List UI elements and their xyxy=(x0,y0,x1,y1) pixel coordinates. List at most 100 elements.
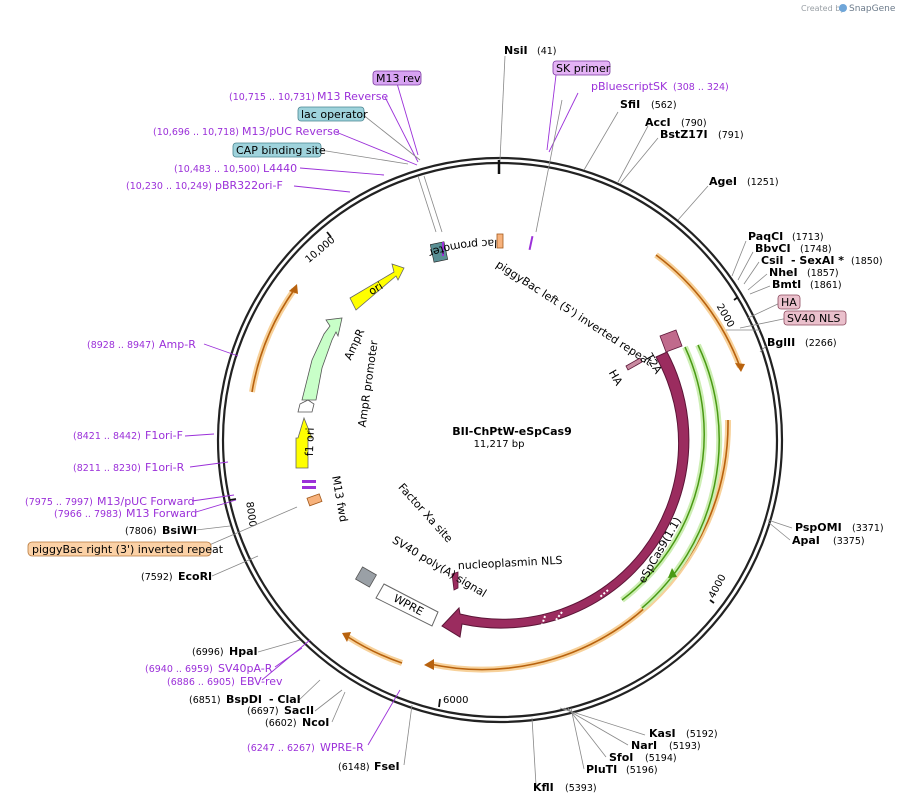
orf-arrowhead-lower-left xyxy=(342,632,351,642)
enzyme-bbvci-pos: (1748) xyxy=(800,244,832,255)
m13-fwd-label: M13 fwd xyxy=(329,475,350,523)
ampr-label: AmpR xyxy=(342,326,368,362)
piggybac-left-label: piggyBac left (5') inverted repeat xyxy=(494,258,655,369)
orf-arc-left-core xyxy=(251,289,295,393)
ampr-promoter-feature xyxy=(297,399,315,413)
enzyme-fsei-pos: (6148) xyxy=(338,762,370,773)
primer-m13puc-reverse: M13/pUC Reverse xyxy=(242,125,340,138)
enzyme-kflii: KflI xyxy=(533,781,554,794)
enzyme-kasi: KasI xyxy=(649,727,676,740)
green-arc-outer-core xyxy=(641,344,720,609)
primer-m13puc-forward-pos: (7975 .. 7997) xyxy=(25,497,93,508)
enzyme-bstz17i-pos: (791) xyxy=(718,130,744,141)
enzyme-nsii-pos: (41) xyxy=(537,46,557,57)
sv40-nls-label: SV40 NLS xyxy=(787,312,840,325)
tick-label-8000: 8000 xyxy=(243,501,257,528)
lac-operator-box xyxy=(297,106,365,122)
enzyme-ecori: EcoRI xyxy=(178,570,212,583)
enzyme-bglii: BglII xyxy=(767,336,795,349)
primer-amp-r: Amp-R xyxy=(159,338,196,351)
enzyme-bsiwi: BsiWI xyxy=(162,524,197,537)
enzyme-apai-pos: (3375) xyxy=(833,536,865,547)
enzyme-acci-pos: (790) xyxy=(681,118,707,129)
green-arc-inner-core xyxy=(621,346,705,601)
primer-m13-reverse-pos: (10,715 .. 10,731) xyxy=(229,92,315,103)
tick-4000 xyxy=(709,599,715,604)
factor-xa-label: Factor Xa site xyxy=(395,481,455,545)
tick-2000 xyxy=(733,296,739,301)
enzyme-bbvci: BbvCI xyxy=(755,242,791,255)
enzyme-bglii-pos: (2266) xyxy=(805,338,837,349)
enzyme-hpai-pos: (6996) xyxy=(192,647,224,658)
sv40-nls-box xyxy=(783,310,847,326)
primer-l4440-pos: (10,483 .. 10,500) xyxy=(174,164,260,175)
tick-8000 xyxy=(229,498,237,501)
enzyme-pluti: PluTI xyxy=(586,763,617,776)
f1-ori-label: f1 ori xyxy=(303,427,317,456)
orf-arc-lower-left-core xyxy=(347,636,403,664)
espcas9-feature xyxy=(441,351,690,638)
orf-arrowhead-right xyxy=(735,363,745,372)
enzyme-pspomi-pos: (3371) xyxy=(852,523,884,534)
primer-pbr322ori-f-pos: (10,230 .. 10,249) xyxy=(126,181,212,192)
primer-m13-forward: M13 Forward xyxy=(126,507,197,520)
cap-binding-site-label: CAP binding site xyxy=(236,144,326,157)
enzyme-nhei: NheI xyxy=(769,266,798,279)
primer-wpre-r: WPRE-R xyxy=(320,741,364,754)
enzyme-csii-pos: (1850) xyxy=(851,256,883,267)
enzyme-agei: AgeI xyxy=(709,175,737,188)
ori-feature xyxy=(349,263,405,311)
sk-primer-label: SK primer xyxy=(556,62,611,75)
m13-rev-label: M13 rev xyxy=(376,72,421,85)
orf-arc-lower-left xyxy=(346,634,403,666)
enzyme-pspomi: PspOMI xyxy=(795,521,842,534)
enzyme-ncoi-pos: (6602) xyxy=(265,718,297,729)
enzyme-apai: ApaI xyxy=(792,534,820,547)
primer-ebv-rev: EBV-rev xyxy=(240,675,283,688)
nucleoplasmin-nls-feature xyxy=(451,571,459,591)
wpre-feature xyxy=(375,583,439,627)
enzyme-bsiwi-pos: (7806) xyxy=(125,526,157,537)
primer-f1ori-f-pos: (8421 .. 8442) xyxy=(73,431,141,442)
primer-m13-forward-pos: (7966 .. 7983) xyxy=(54,509,122,520)
m13-rev-box xyxy=(372,70,422,86)
primer-sv40pa-r-pos: (6940 .. 6959) xyxy=(145,664,213,675)
lac-promoter-label: lac promoter xyxy=(426,237,497,260)
f1-ori-feature xyxy=(295,416,313,469)
enzyme-ncoi: NcoI xyxy=(302,716,329,729)
orf-arrowhead-left xyxy=(289,284,298,294)
ha-label: HA xyxy=(606,368,625,389)
primer-l4440: L4440 xyxy=(263,162,297,175)
enzyme-kasi-pos: (5192) xyxy=(686,729,718,740)
itr-right-feature xyxy=(306,493,323,507)
enzyme-nhei-pos: (1857) xyxy=(807,268,839,279)
orf-arc-right-core xyxy=(655,254,741,368)
ha-tag-feature xyxy=(625,357,643,371)
plasmid-length: 11,217 bp xyxy=(474,439,525,450)
enzyme-nari: NarI xyxy=(631,739,657,752)
enzyme-sfii: SfiI xyxy=(620,98,640,111)
primer-f1ori-r: F1ori-R xyxy=(145,461,185,474)
cap-binding-site-box xyxy=(232,142,322,158)
enzyme-sfii-pos: (562) xyxy=(651,100,677,111)
orf-arrowhead-bottom xyxy=(424,659,434,670)
enzyme-nari-pos: (5193) xyxy=(669,741,701,752)
piggybac-right-label: piggyBac right (3') inverted repeat xyxy=(32,543,224,556)
pbluescriptsk-site xyxy=(528,235,534,251)
tick-label-4000: 4000 xyxy=(707,573,729,601)
orf-arc-bottom-core xyxy=(429,419,729,671)
enzyme-paqci: PaqCI xyxy=(748,230,783,243)
primer-f1ori-r-pos: (8211 .. 8230) xyxy=(73,463,141,474)
plasmid-name: BII-ChPtW-eSpCas9 xyxy=(452,425,572,438)
enzyme-sexai: - SexAI * xyxy=(791,254,844,267)
enzyme-sacii-pos: (6697) xyxy=(247,706,279,717)
enzyme-csii: CsiI xyxy=(761,254,783,267)
enzyme-ecori-pos: (7592) xyxy=(141,572,173,583)
ha-box-label: HA xyxy=(781,296,797,309)
enzyme-sacii: SacII xyxy=(284,704,314,717)
primer-m13puc-reverse-pos: (10,696 .. 10,718) xyxy=(153,127,239,138)
enzyme-kflii-pos: (5393) xyxy=(565,783,597,794)
primer-f1ori-f: F1ori-F xyxy=(145,429,183,442)
primer-pbluescriptsk: pBluescriptSK xyxy=(591,80,668,93)
watermark-brand: SnapGene xyxy=(849,4,896,14)
